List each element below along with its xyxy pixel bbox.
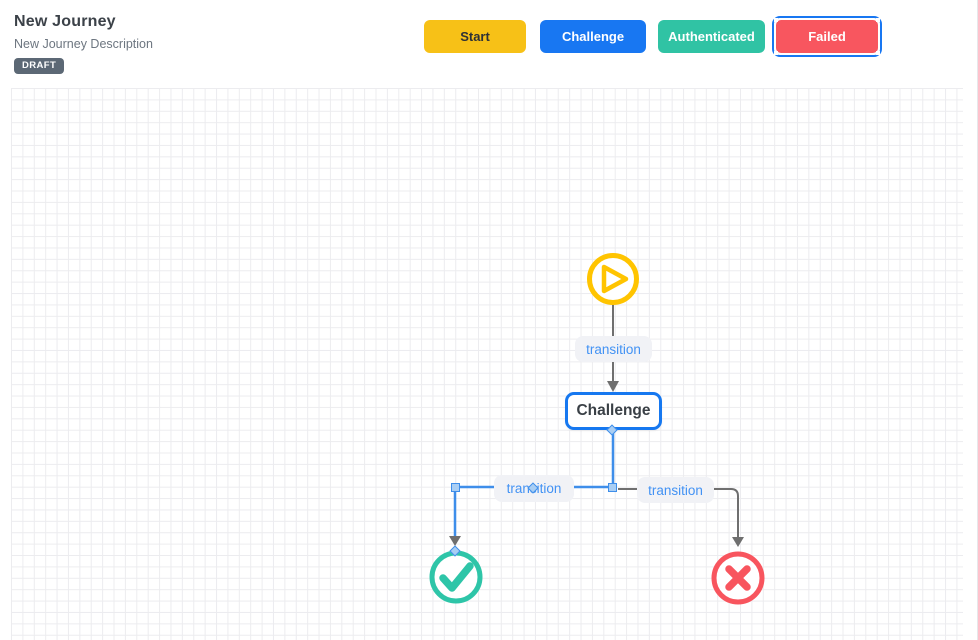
edge-corner-handle[interactable] bbox=[451, 483, 460, 492]
edge-corner-handle[interactable] bbox=[608, 483, 617, 492]
challenge-node[interactable]: Challenge bbox=[565, 392, 662, 430]
failed-button-selection-outline[interactable]: Failed bbox=[772, 16, 882, 57]
selection-corner bbox=[876, 18, 880, 22]
page-description: New Journey Description bbox=[14, 37, 153, 51]
challenge-button[interactable]: Challenge bbox=[540, 20, 646, 53]
edge-label-transition-1[interactable]: transition bbox=[575, 336, 652, 362]
authenticated-button[interactable]: Authenticated bbox=[658, 20, 765, 53]
page-title: New Journey bbox=[14, 13, 116, 30]
failed-button[interactable]: Failed bbox=[776, 20, 878, 53]
status-badge: DRAFT bbox=[14, 58, 65, 74]
flow-canvas[interactable] bbox=[11, 88, 963, 640]
selection-corner bbox=[876, 51, 880, 55]
start-button[interactable]: Start bbox=[424, 20, 526, 53]
edge-label-transition-3[interactable]: transition bbox=[637, 477, 714, 503]
header: New Journey New Journey Description DRAF… bbox=[0, 0, 978, 88]
selection-corner bbox=[774, 51, 778, 55]
selection-corner bbox=[774, 18, 778, 22]
